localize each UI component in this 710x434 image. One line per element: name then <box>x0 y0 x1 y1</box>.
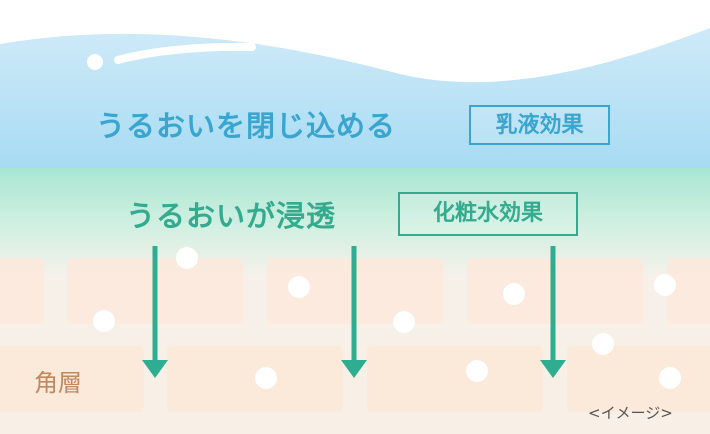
stratum-corneum-label: 角層 <box>34 369 82 397</box>
highlight-stroke <box>114 42 256 64</box>
toner-effect-badge: 化粧水効果 <box>398 192 578 236</box>
toner-effect-heading: うるおいが浸透 <box>126 199 337 233</box>
highlight-dot <box>87 54 103 70</box>
moisture-dots <box>93 247 681 389</box>
lotion-effect-heading: うるおいを閉じ込める <box>96 109 397 143</box>
cells-row-2 <box>0 346 710 412</box>
lotion-film <box>0 28 710 168</box>
image-note: <イメージ> <box>588 404 673 422</box>
lotion-effect-badge: 乳液効果 <box>469 105 610 145</box>
penetration-arrows <box>142 246 566 378</box>
